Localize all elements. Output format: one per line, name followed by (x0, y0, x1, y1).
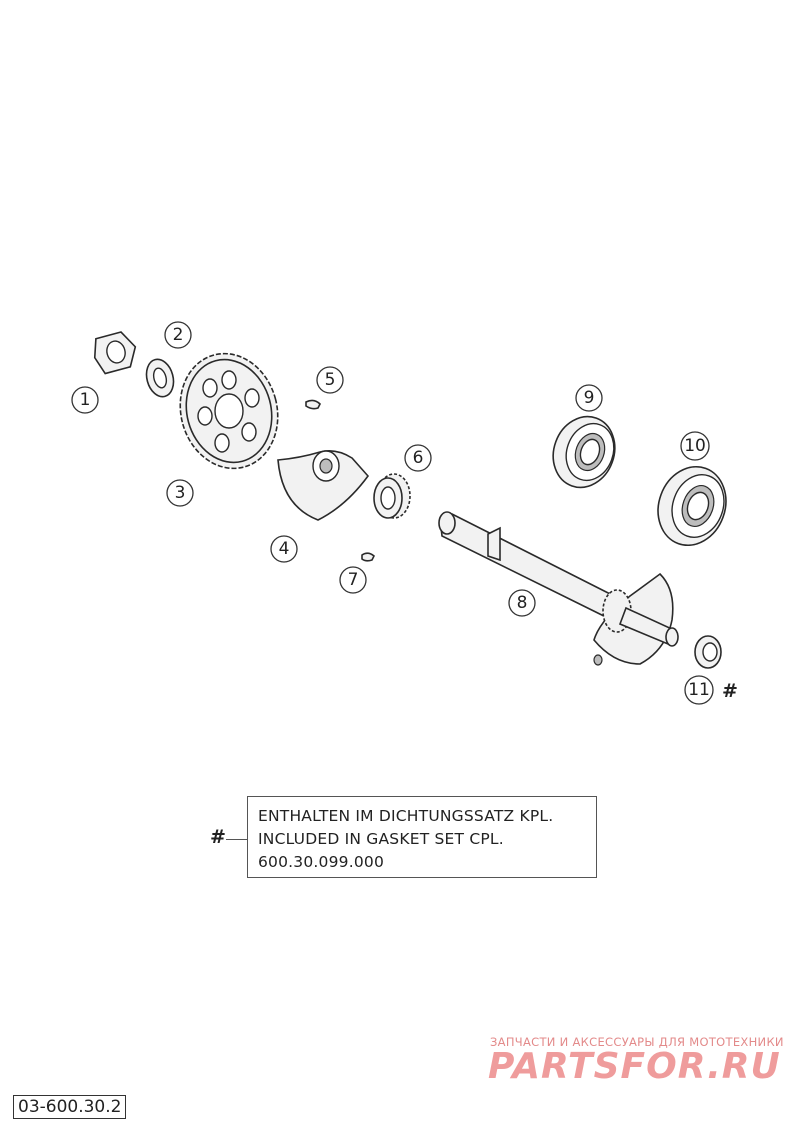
part-11-gasket-set-marker: # (722, 680, 738, 702)
part-2-washer (145, 358, 175, 398)
note-leader-line (226, 839, 247, 840)
part-8-balancer-shaft (438, 511, 679, 666)
drawing-code: 03-600.30.2 (13, 1095, 127, 1119)
callout-number: 1 (80, 390, 91, 410)
note-marker: # (210, 826, 226, 848)
callout-8: 8 (508, 589, 536, 617)
part-7-woodruff-key (361, 552, 375, 562)
part-11-shaft-seal (694, 635, 722, 669)
callout-number: 11 (688, 680, 710, 700)
watermark-tagline: ЗАПЧАСТИ И АКСЕССУАРЫ ДЛЯ МОТОТЕХНИКИ (490, 1035, 784, 1049)
part-10-ball-bearing (657, 465, 727, 547)
callout-11: 11 (684, 675, 714, 705)
callout-number: 3 (175, 483, 186, 503)
part-9-ball-bearing (552, 415, 616, 489)
callout-number: 2 (173, 325, 184, 345)
note-line-german: ENTHALTEN IM DICHTUNGSSATZ KPL. (258, 807, 554, 825)
watermark-logo: PARTSFOR.RU (488, 1046, 781, 1087)
callout-9: 9 (575, 384, 603, 412)
callout-4: 4 (270, 535, 298, 563)
callout-number: 9 (584, 388, 595, 408)
callout-1: 1 (71, 386, 99, 414)
part-3-balancer-gear (179, 352, 279, 470)
callout-3: 3 (166, 479, 194, 507)
callout-7: 7 (339, 566, 367, 594)
callout-number: 10 (684, 436, 706, 456)
callout-10: 10 (680, 431, 710, 461)
gasket-set-note: ENTHALTEN IM DICHTUNGSSATZ KPL. INCLUDED… (247, 796, 597, 878)
part-4-balancer-weight (277, 450, 370, 521)
callout-number: 5 (325, 370, 336, 390)
note-part-number: 600.30.099.000 (258, 853, 385, 871)
callout-6: 6 (404, 444, 432, 472)
callout-number: 6 (413, 448, 424, 468)
callout-2: 2 (164, 321, 192, 349)
callout-number: 4 (279, 539, 290, 559)
callout-number: 8 (517, 593, 528, 613)
note-line-english: INCLUDED IN GASKET SET CPL. (258, 830, 504, 848)
part-6-needle-bearing (373, 473, 411, 519)
part-1-hex-nut (93, 331, 137, 375)
callout-5: 5 (316, 366, 344, 394)
callout-number: 7 (348, 570, 359, 590)
part-5-woodruff-key (305, 399, 321, 410)
